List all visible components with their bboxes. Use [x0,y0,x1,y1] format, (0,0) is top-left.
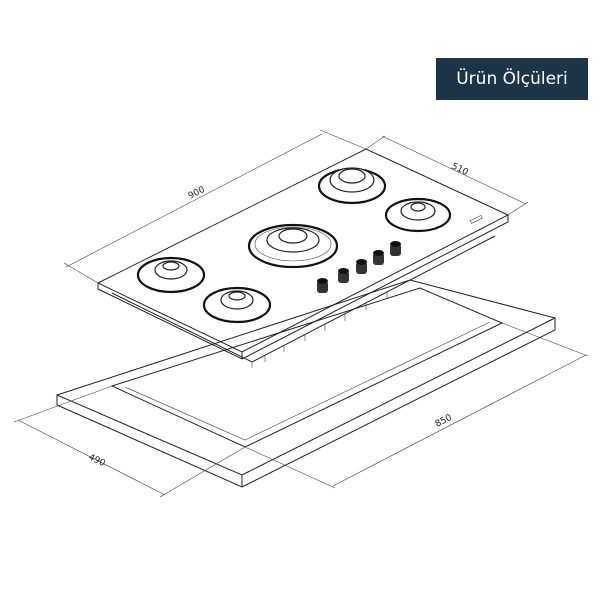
dimension-510: 510 [365,135,529,216]
dimension-label-850: 850 [434,413,454,430]
dimension-label-510: 510 [450,162,470,178]
burner-right [384,197,452,233]
dimension-label-490: 490 [87,453,107,469]
knob [356,259,367,274]
knob [317,278,328,293]
burner-wok [247,223,339,269]
brand-plate [469,214,483,224]
cutout-frame [55,279,557,488]
burner-left [136,256,206,294]
dimension-900: 900 [63,129,367,284]
dimension-490: 490 [13,385,246,498]
knob [390,241,401,256]
burner-rear-right [317,167,387,205]
product-dimensions-title: Ürün Ölçüleri [436,58,588,100]
burner-front-left [202,286,272,324]
knob [338,268,349,283]
dimension-850: 850 [244,322,589,489]
knob [373,250,384,265]
hob [96,148,510,368]
control-knobs [317,241,401,293]
